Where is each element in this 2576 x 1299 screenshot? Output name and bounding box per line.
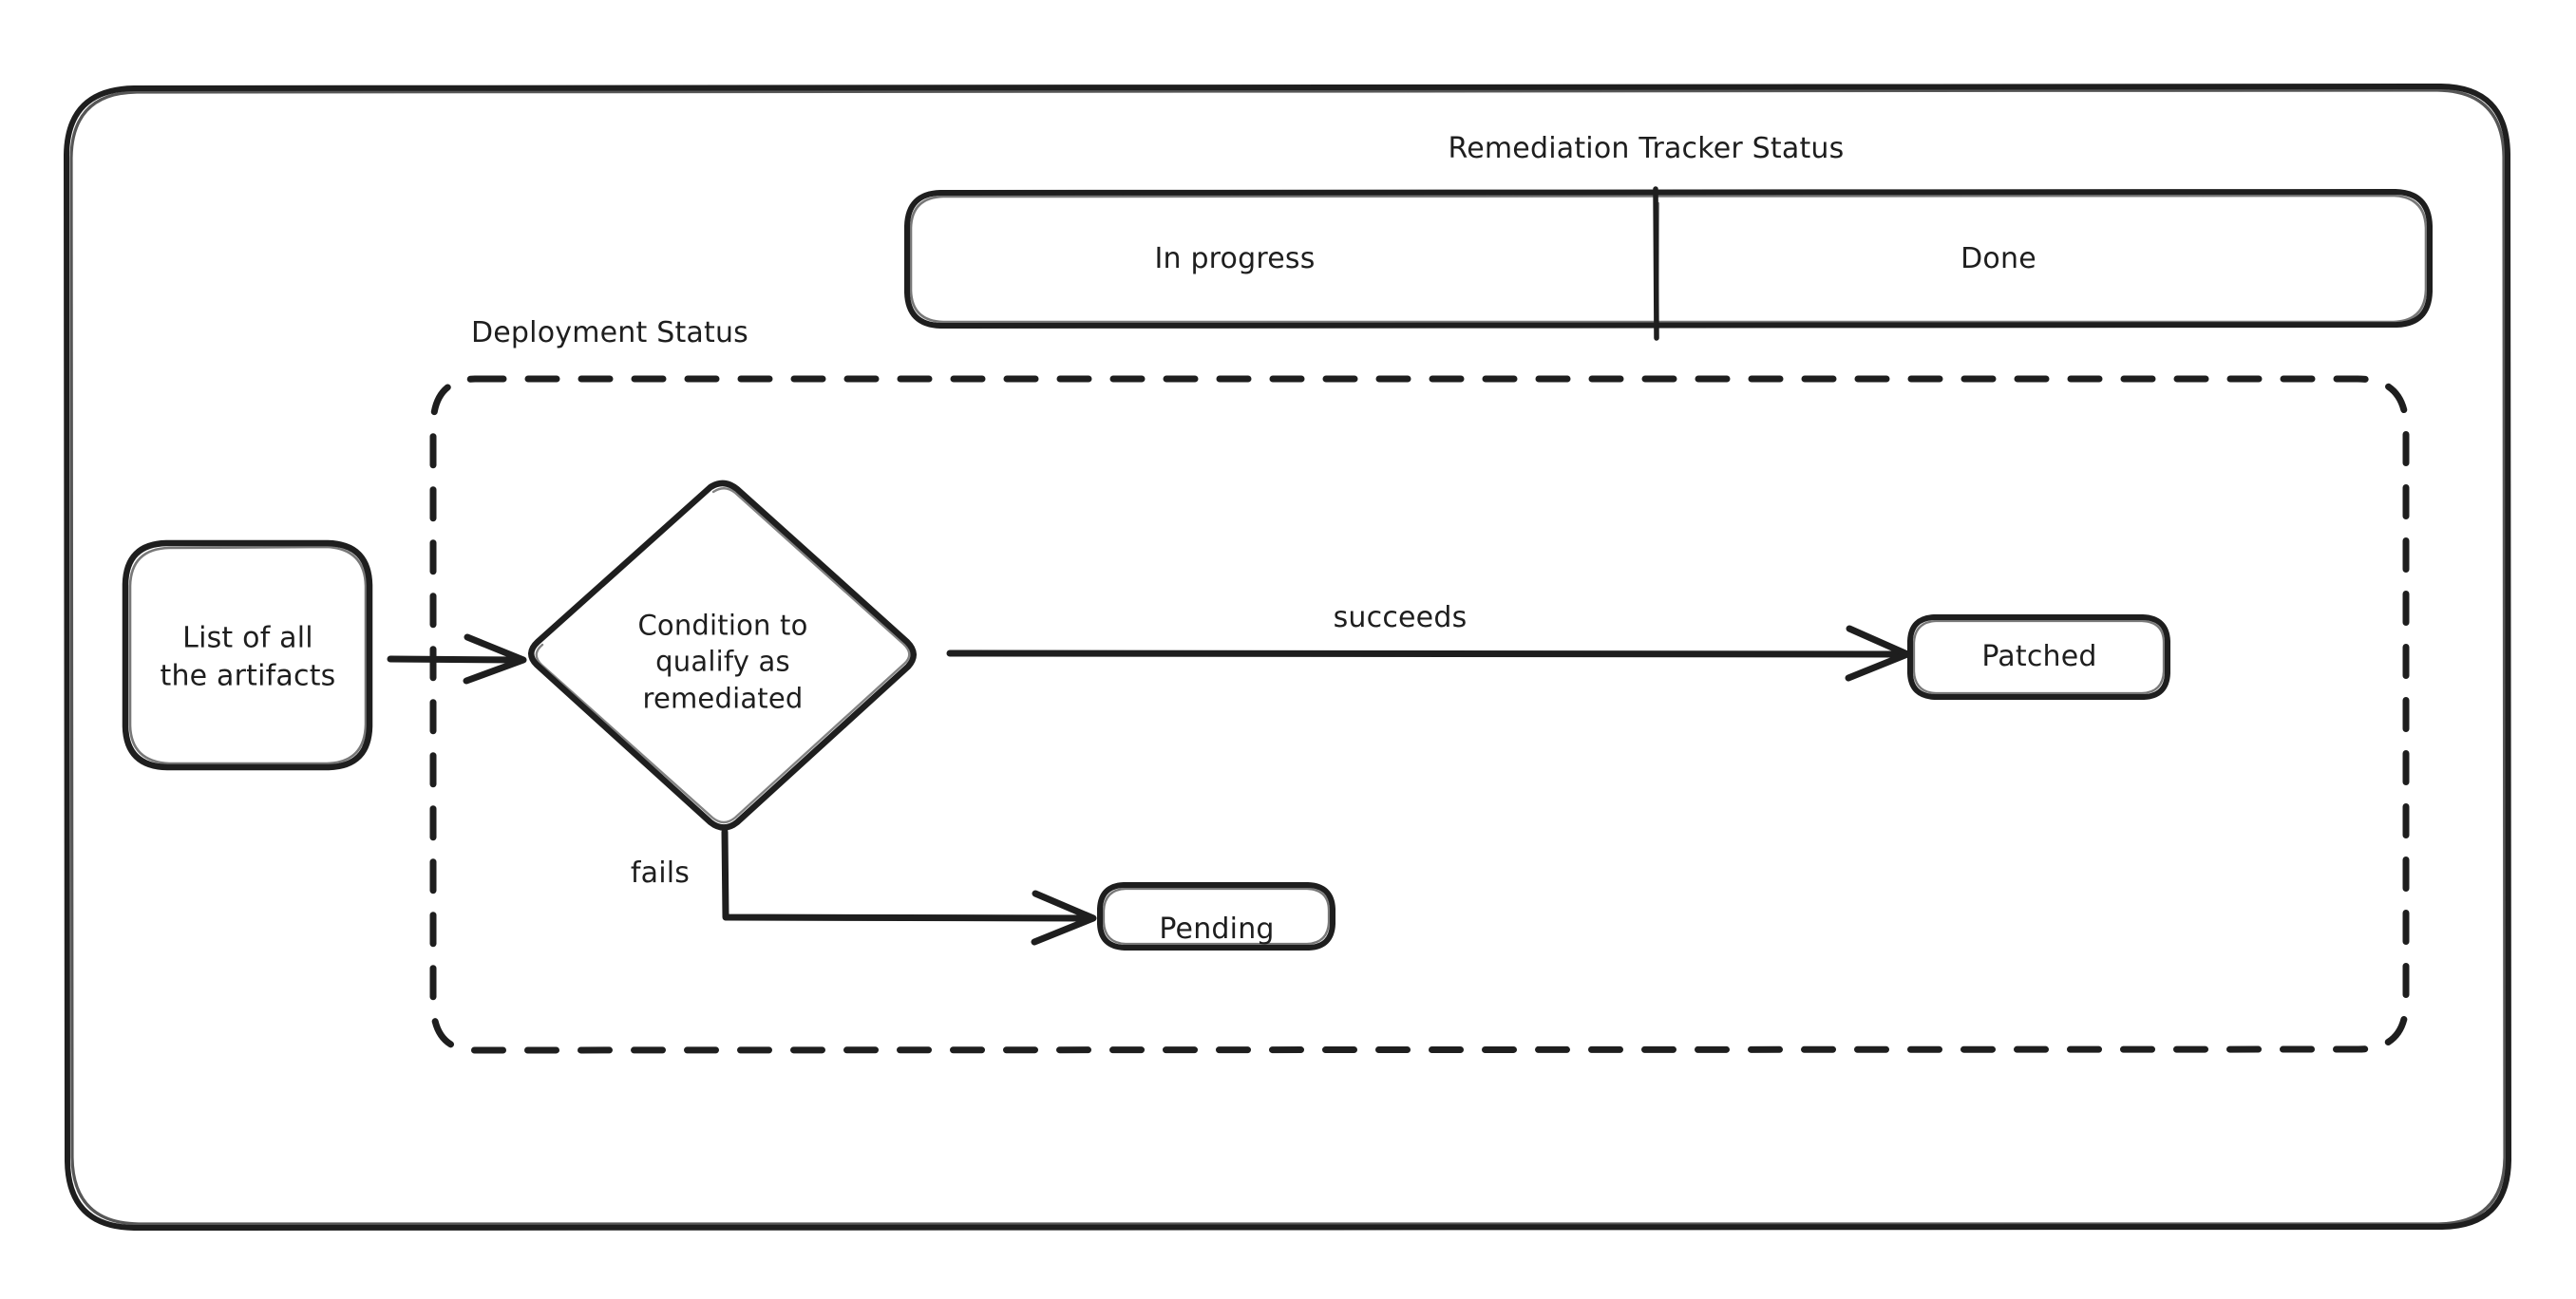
remediation-tracker-bar bbox=[904, 186, 2433, 341]
decision-diamond-shape bbox=[528, 480, 917, 831]
pending-node-shape bbox=[1097, 882, 1335, 951]
edge-source-to-decision bbox=[387, 633, 527, 685]
patched-node-shape bbox=[1907, 614, 2170, 700]
edge-decision-to-patched bbox=[946, 625, 1911, 682]
outer-frame bbox=[64, 84, 2511, 1231]
source-node-shape bbox=[122, 539, 373, 771]
edge-decision-to-pending bbox=[721, 828, 1097, 946]
deployment-status-group-border bbox=[429, 375, 2410, 1054]
tracker-cell-divider bbox=[1653, 186, 1660, 341]
